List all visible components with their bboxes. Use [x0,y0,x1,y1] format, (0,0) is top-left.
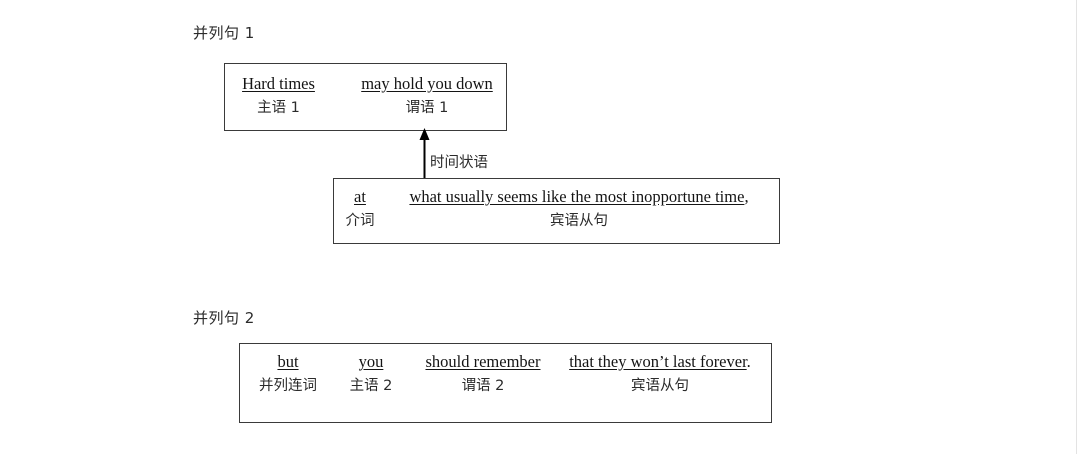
prep-slot-object-clause: what usually seems like the most inoppor… [394,187,764,232]
clause-2-object-clause-english-text: that they won’t last forever [569,352,747,371]
clause-1-slot-predicate: may hold you down 谓语 1 [352,74,502,119]
clause-1-slot-row: Hard times 主语 1 may hold you down 谓语 1 [231,74,502,119]
clause-2-slot-conjunction: but 并列连词 [252,352,324,397]
clause-1-predicate-english: may hold you down [361,74,493,94]
clause-2-subject-english: you [359,352,384,372]
prep-object-clause-english-text: what usually seems like the most inoppor… [409,187,745,206]
prep-object-clause-chinese-label: 宾语从句 [550,213,608,229]
clause-2-predicate-english-text: should remember [425,352,541,371]
time-adverbial-label: 时间状语 [430,155,488,171]
prep-preposition-english: at [354,187,366,207]
time-adverbial-box [333,178,780,244]
clause-2-slot-subject: you 主语 2 [341,352,401,397]
page-right-edge-rule [1076,0,1077,454]
clause-1-predicate-english-text: may hold you down [361,74,493,93]
clause-2-slot-object-clause: that they won’t last forever. 宾语从句 [565,352,755,397]
clause-1-predicate-chinese-label: 谓语 1 [405,100,449,116]
prep-slot-preposition: at 介词 [344,187,376,232]
clause-2-object-clause-chinese-label: 宾语从句 [631,378,689,394]
clause-2-predicate-english: should remember [425,352,540,372]
clause-2-slot-row: but 并列连词 you 主语 2 should remember 谓语 2 t… [252,352,755,397]
clause-2-box [239,343,772,423]
clause-2-conjunction-english: but [277,352,298,372]
prep-preposition-chinese-label: 介词 [345,213,375,229]
clause-1-subject-chinese-label: 主语 1 [257,100,300,116]
section-heading-clause-1: 并列句 1 [193,24,255,42]
clause-1-box [224,63,507,131]
clause-1-subject-english: Hard times [242,74,315,94]
prep-object-clause-punctuation: , [744,187,749,206]
prep-preposition-english-text: at [354,187,366,206]
clause-2-slot-predicate: should remember 谓语 2 [418,352,548,397]
clause-1-subject-english-text: Hard times [242,74,315,93]
clause-2-subject-chinese-label: 主语 2 [349,378,393,394]
time-adverbial-slot-row: at 介词 what usually seems like the most i… [344,187,764,232]
arrow-up-icon [419,128,430,180]
clause-2-subject-english-text: you [358,352,384,371]
prep-object-clause-english: what usually seems like the most inoppor… [409,187,748,207]
clause-2-conjunction-chinese-label: 并列连词 [259,378,317,394]
clause-2-object-clause-english: that they won’t last forever. [569,352,751,372]
clause-1-slot-subject: Hard times 主语 1 [231,74,326,119]
section-heading-clause-2: 并列句 2 [193,309,255,327]
clause-2-conjunction-english-text: but [277,352,299,371]
time-adverbial-arrow [418,128,432,180]
clause-2-predicate-chinese-label: 谓语 2 [461,378,505,394]
clause-2-object-clause-punctuation: . [746,352,751,371]
